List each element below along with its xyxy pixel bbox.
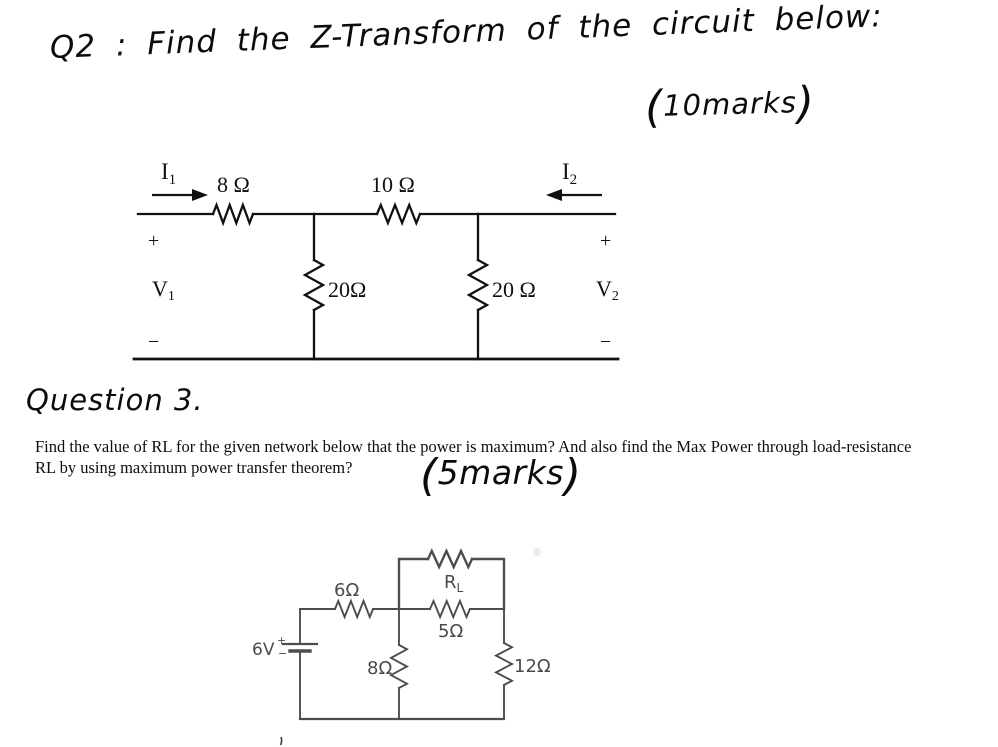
stray-pen-mark xyxy=(279,736,283,746)
q2-marks-text: 10marks xyxy=(662,85,798,123)
v2-label: V2 xyxy=(596,276,619,304)
i1-label: I1 xyxy=(161,159,176,188)
v1-plus-sign: + xyxy=(148,230,159,252)
resistor-20ohm-left-label: 20Ω xyxy=(328,277,366,302)
q2-marks-open-paren: ( xyxy=(644,81,664,134)
q2-marks-close-paren: ) xyxy=(796,77,816,130)
resistor-20ohm-left xyxy=(302,258,326,312)
v1-label: V1 xyxy=(152,276,175,304)
q3-marks-text: 5marks xyxy=(437,453,564,492)
q2-title-handwritten: Q2 : Find the Z-Transform of the circuit… xyxy=(49,0,884,66)
v2-minus-sign: − xyxy=(600,331,611,353)
q3-marks-close-paren: ) xyxy=(563,450,582,501)
max-power-circuit-diagram: 6V + − 6Ω RL 5Ω 8Ω 12Ω xyxy=(252,548,551,746)
wire-rl-right xyxy=(470,557,506,611)
q3-body-line2: RL by using maximum power transfer theor… xyxy=(35,458,353,477)
resistor-12ohm xyxy=(493,641,515,687)
resistor-10ohm-label: 10 Ω xyxy=(371,172,415,197)
q3-marks-open-paren: ( xyxy=(420,450,438,501)
resistor-rl xyxy=(426,548,474,570)
resistor-6ohm xyxy=(333,598,375,620)
q3-heading-handwritten: Question 3. xyxy=(26,383,204,417)
q3-body-text: Find the value of RL for the given netwo… xyxy=(35,436,980,478)
wire-rl-left xyxy=(397,557,430,611)
q3-marks-handwritten: (5marks) xyxy=(420,450,582,501)
i2-arrow-head xyxy=(546,189,562,201)
two-port-circuit-diagram: I1 8 Ω 10 Ω I2 + V1 − 20Ω 20 Ω + V2 − xyxy=(132,159,620,361)
source-6v-label: 6V xyxy=(252,640,275,660)
resistor-20ohm-right xyxy=(466,258,490,312)
resistor-10ohm xyxy=(375,201,422,227)
resistor-8ohm-label: 8Ω xyxy=(367,658,392,679)
i1-arrow-head xyxy=(192,189,208,201)
resistor-8ohm-shunt xyxy=(388,643,410,690)
i2-label: I2 xyxy=(562,159,577,188)
current-arrows xyxy=(152,189,602,201)
source-plus-sign: + xyxy=(277,634,286,647)
circuit2-wires xyxy=(281,548,515,721)
resistor-5ohm-label: 5Ω xyxy=(438,621,463,642)
resistor-5ohm xyxy=(428,598,472,620)
resistor-12ohm-label: 12Ω xyxy=(514,656,551,677)
resistor-8ohm-label: 8 Ω xyxy=(217,172,250,197)
q2-marks-handwritten: (10marks) xyxy=(644,78,815,133)
resistor-8ohm xyxy=(211,201,255,227)
scan-smudge xyxy=(533,548,541,556)
resistor-20ohm-right-label: 20 Ω xyxy=(492,277,536,302)
circuit1-wires xyxy=(132,201,620,361)
resistor-6ohm-label: 6Ω xyxy=(334,580,359,601)
source-minus-sign: − xyxy=(278,647,287,660)
v1-minus-sign: − xyxy=(148,331,159,353)
v2-plus-sign: + xyxy=(600,230,611,252)
q3-body-line1: Find the value of RL for the given netwo… xyxy=(35,437,912,456)
resistor-rl-label: RL xyxy=(444,572,464,595)
